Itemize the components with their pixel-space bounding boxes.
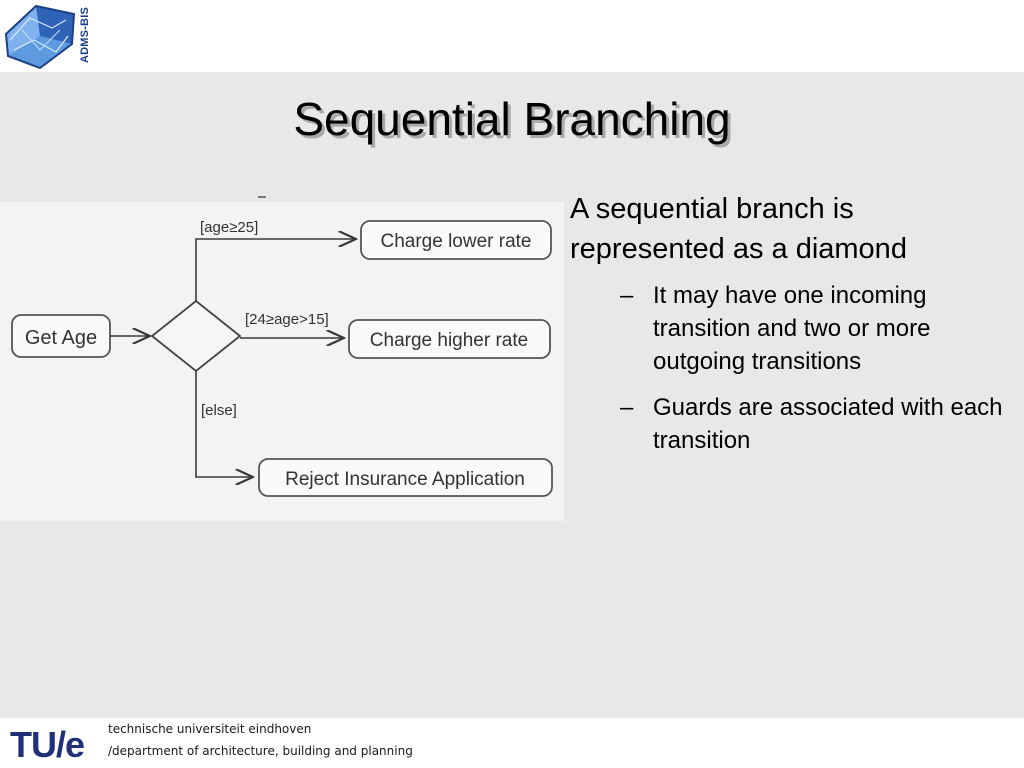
diagram-top-edge (0, 196, 564, 206)
tue-logo-text: TU/e (10, 724, 84, 764)
activity-charge-lower-rate-label: Charge lower rate (380, 231, 531, 252)
footer-bar: TU/e technische universiteit eindhoven /… (0, 718, 1024, 768)
guard-label-2: [24≥age>15] (245, 311, 329, 328)
slide-title: Sequential Branching (293, 93, 731, 145)
activity-charge-lower-rate: Charge lower rate (360, 220, 552, 260)
activity-get-age-label: Get Age (25, 327, 97, 349)
activity-charge-higher-rate: Charge higher rate (348, 319, 551, 359)
decision-diamond (150, 299, 242, 373)
sub-bullet-item: – It may have one incoming transition an… (570, 279, 1010, 378)
main-bullet: A sequential branch is represented as a … (570, 193, 907, 265)
transition-lower-rate (195, 239, 356, 301)
activity-reject-application-label: Reject Insurance Application (285, 469, 525, 490)
bullet-dash: – (620, 394, 634, 421)
branch-diagram-svg: Get Age [age≥25] Charge lower rate [24≥a… (11, 219, 553, 497)
sub-bullet-item: – Guards are associated with each transi… (570, 391, 1010, 457)
tue-logo-icon: TU/e (10, 724, 85, 764)
activity-get-age: Get Age (11, 314, 111, 358)
activity-charge-higher-rate-label: Charge higher rate (370, 330, 528, 351)
guard-label-1: [age≥25] (200, 219, 258, 236)
sub-bullet-text: Guards are associated with each transiti… (653, 394, 1003, 454)
department-name: /department of architecture, building an… (108, 744, 413, 758)
slide-body: A sequential branch is represented as a … (570, 189, 1010, 470)
activity-reject-application: Reject Insurance Application (258, 458, 553, 497)
adms-cube-logo-icon (4, 4, 76, 70)
header-bar: ADMS-BIS (0, 0, 1024, 72)
bullet-dash: – (620, 282, 634, 309)
adms-bis-label: ADMS-BIS (79, 7, 91, 63)
transition-reject (195, 371, 253, 477)
university-name: technische universiteit eindhoven (108, 722, 312, 736)
guard-label-3: [else] (201, 402, 237, 419)
sub-bullet-text: It may have one incoming transition and … (653, 282, 931, 375)
sub-bullet-list: – It may have one incoming transition an… (570, 279, 1010, 457)
branch-diagram: Get Age [age≥25] Charge lower rate [24≥a… (0, 205, 564, 521)
